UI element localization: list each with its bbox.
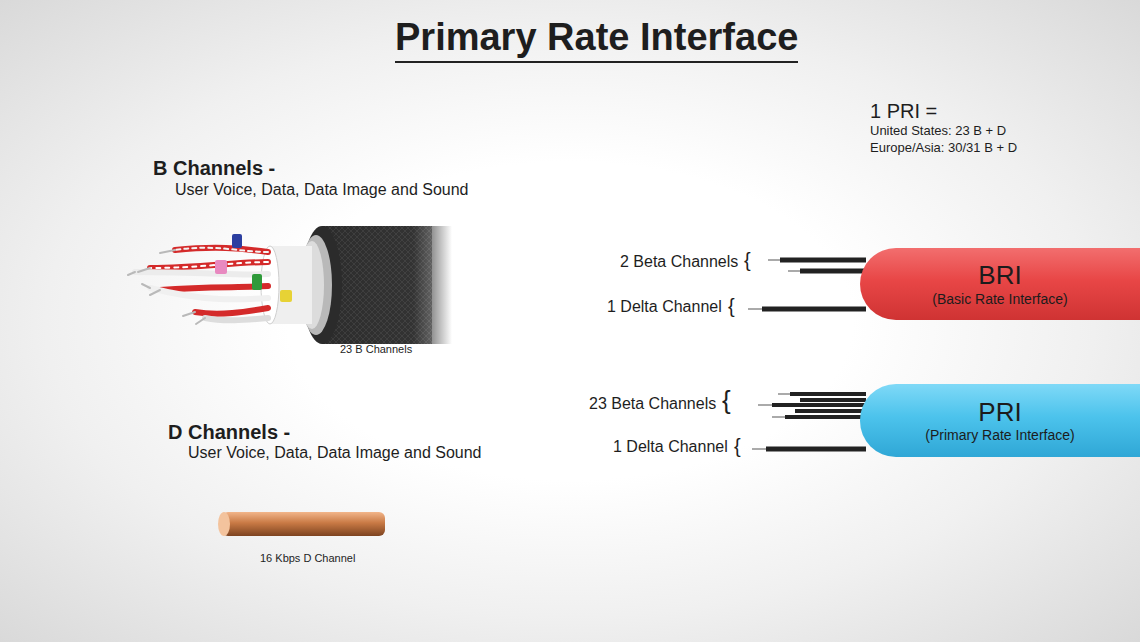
channel-label: 1 Delta Channel [613, 438, 728, 456]
cable-body: BRI(Basic Rate Interface) [860, 248, 1140, 320]
multi-wire-cable [128, 226, 452, 344]
brace-symbol: { [734, 435, 741, 458]
channel-label: 2 Beta Channels [620, 253, 738, 271]
note-text: United States: 23 B + D [870, 124, 1006, 139]
diagram-title: Primary Rate Interface [395, 16, 798, 63]
cable-description: (Primary Rate Interface) [925, 427, 1074, 443]
figure-caption: 23 B Channels [340, 343, 412, 356]
section-description: User Voice, Data, Data Image and Sound [188, 444, 482, 462]
brace-symbol: { [722, 386, 731, 416]
pri-wires [752, 394, 866, 449]
bri-wires [748, 260, 866, 309]
section-heading: D Channels - [168, 421, 290, 444]
cable-name: PRI [978, 398, 1021, 428]
channel-label: 23 Beta Channels [589, 395, 716, 413]
note-text: Europe/Asia: 30/31 B + D [870, 141, 1017, 156]
brace-symbol: { [728, 295, 735, 318]
section-heading: B Channels - [153, 157, 275, 180]
figure-caption: 16 Kbps D Channel [260, 552, 355, 565]
cable-description: (Basic Rate Interface) [932, 291, 1067, 307]
channel-label: 1 Delta Channel [607, 298, 722, 316]
copper-conductor [218, 512, 385, 536]
cable-body: PRI(Primary Rate Interface) [860, 384, 1140, 457]
equation-heading: 1 PRI = [870, 100, 937, 123]
brace-symbol: { [744, 249, 751, 272]
cable-name: BRI [978, 261, 1021, 291]
section-description: User Voice, Data, Data Image and Sound [175, 181, 469, 199]
